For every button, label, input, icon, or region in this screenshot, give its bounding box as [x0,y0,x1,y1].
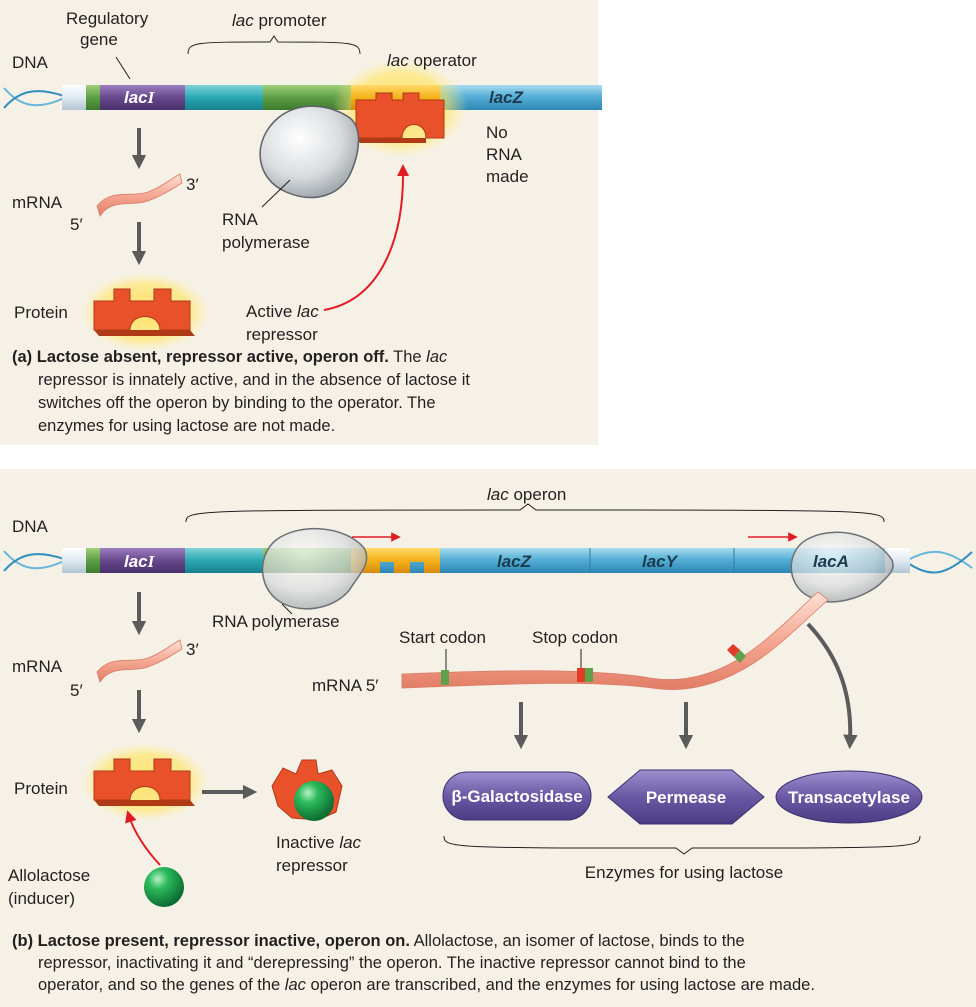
caption-b-line-3: operator, and so the genes of the lac op… [38,976,815,994]
lacz-label-a: lacZ [489,88,524,107]
laci-gene-b [100,548,185,573]
start-codon-mark [441,670,449,685]
allolactose-label-2: (inducer) [8,889,75,908]
repressor-protein-b [93,758,191,801]
caption-b-line-2: repressor, inactivating it and “derepres… [38,954,746,972]
three-prime-a: 3′ [186,175,199,194]
start-codon-label: Start codon [399,628,486,647]
stop-codon-mark-2 [727,644,740,657]
bound-allolactose [294,781,334,821]
transacetylase-label: Transacetylase [788,788,910,807]
active-repressor-label-1: Active lac [246,302,319,321]
allolactose-inducer [144,867,184,907]
dna-helix-right-b [907,550,973,574]
laci-label-b: lacI [124,552,156,571]
repressor-protein-b-shadow [94,800,195,806]
operon-label-b: lac operon [487,485,566,504]
laca-label-b-overlay: lacA [813,552,849,571]
dna-strand-b [62,548,910,573]
no-rna-label-3: made [486,167,529,186]
lacz-gene-b [440,548,590,573]
promoter-bracket-a [187,35,361,55]
five-prime-b: 5′ [70,681,83,700]
protein-label-a: Protein [14,303,68,322]
rna-polymerase-promoter-b [261,527,368,610]
rna-polymerase-label-a-2: polymerase [222,233,310,252]
permease-enzyme [607,769,765,825]
promoter-segment-1-a [185,85,263,110]
dna-label-a: DNA [12,53,49,72]
rna-polymerase-transcribing-b [790,531,894,603]
mrna5-label: mRNA 5′ [312,676,378,695]
caption-a-line-2: repressor is innately active, and in the… [38,371,470,389]
mrna-a [96,173,183,217]
beta-galactosidase-label: β-Galactosidase [451,787,582,806]
caption-a-line-3: switches off the operon by binding to th… [38,394,436,412]
enzyme-arrow-3 [806,622,858,750]
laci-gene-a [100,85,185,110]
three-prime-b: 3′ [186,640,199,659]
bound-repressor-a-shadow [356,138,426,143]
active-repressor-label-2: repressor [246,325,318,344]
dna-helix-left-a [3,87,65,109]
bound-repressor-a [355,92,445,139]
rna-polymerase-leader-b [281,603,293,615]
no-rna-label-2: RNA [486,145,523,164]
promoter-label-a: lac promoter [232,11,327,30]
dna-helix-left-b [3,550,65,572]
regulatory-gene-label-2: gene [80,30,118,49]
dna-strand-a [62,85,602,110]
five-prime-a: 5′ [70,215,83,234]
lacy-gene-b [591,548,734,573]
allolactose-label-1: Allolactose [8,866,90,885]
free-operator-b [351,548,440,573]
inactive-repressor-label-1: Inactive lac [276,833,362,852]
dna-label-b: DNA [12,517,49,536]
panel-a-background [0,0,598,445]
transacetylase-enzyme [775,770,923,824]
beta-galactosidase-enzyme [442,771,592,821]
operator-label-a: lac operator [387,51,477,70]
regulatory-gene-leader [115,56,131,80]
mrna-b [96,639,183,683]
permease-label: Permease [646,788,726,807]
caption-a-line-4: enzymes for using lactose are not made. [38,417,335,435]
enzymes-bracket [443,835,921,855]
rna-polymerase-label-b: RNA polymerase [212,612,340,631]
stop-codon-label: Stop codon [532,628,618,647]
stop-codon-mark [577,668,585,682]
regulatory-gene-label-1: Regulatory [66,9,149,28]
mrna-label-b: mRNA [12,657,63,676]
enzymes-label: Enzymes for using lactose [585,863,783,882]
caption-a-line-1: (a) Lactose absent, repressor active, op… [12,348,448,366]
no-rna-label-1: No [486,123,508,142]
rna-polymerase-a [259,105,360,199]
start-codon-mark-3 [734,650,746,663]
operon-bracket-b [185,503,885,523]
lacy-label-b: lacY [642,552,679,571]
mrna-label-a: mRNA [12,193,63,212]
active-repressor-a-shadow [94,330,195,336]
laci-label-a: lacI [124,88,156,107]
caption-b-line-1: (b) Lactose present, repressor inactive,… [12,932,745,950]
repressor-binding-arrow-a [323,164,410,311]
lacz-label-b: lacZ [497,552,532,571]
active-repressor-a [93,288,191,331]
start-codon-mark-2 [585,668,593,682]
inactive-repressor-label-2: repressor [276,856,348,875]
rna-polymerase-label-a-1: RNA [222,210,259,229]
protein-label-b: Protein [14,779,68,798]
inducer-binding-arrow [125,810,161,866]
rna-polymerase-leader-a [261,179,291,208]
